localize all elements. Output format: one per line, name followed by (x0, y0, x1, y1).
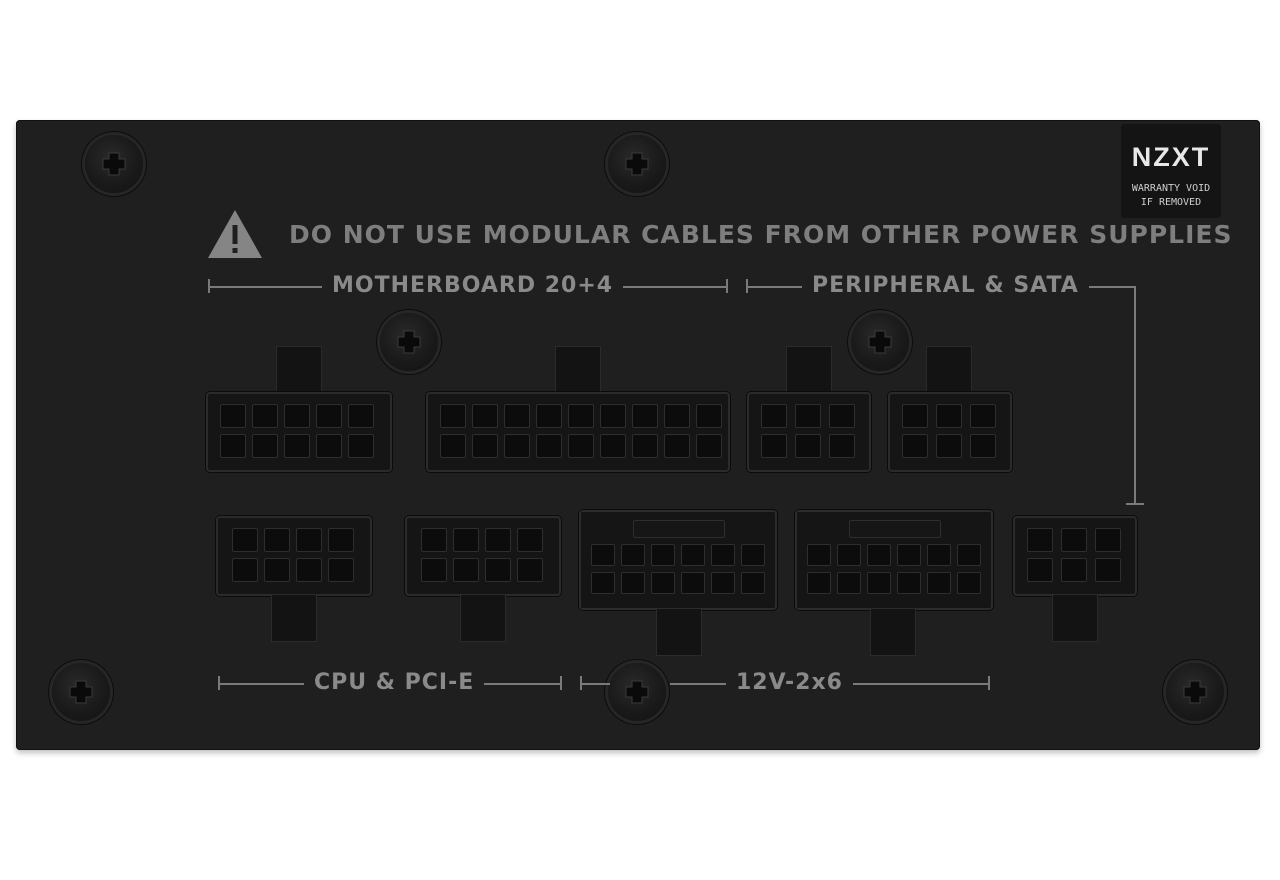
connector-latch-tab (460, 594, 506, 642)
12v-2x6-socket-1[interactable] (579, 510, 777, 610)
bracket-tick (580, 676, 582, 690)
bracket-line-vertical (1134, 286, 1136, 504)
screw-icon (608, 135, 666, 193)
sense-pin-strip (849, 520, 941, 538)
12v-2x6-socket-2[interactable] (795, 510, 993, 610)
screw-icon (1166, 663, 1224, 721)
cpu-pcie-socket-1[interactable] (216, 516, 372, 596)
warranty-text: WARRANTY VOID IF REMOVED (1121, 182, 1221, 210)
brand-logo: NZXT (1131, 142, 1211, 172)
warning-text: DO NOT USE MODULAR CABLES FROM OTHER POW… (289, 220, 1233, 249)
bracket-tick (746, 279, 748, 293)
motherboard-10pin-socket[interactable] (206, 392, 392, 472)
peripheral-sata-socket-2[interactable] (888, 392, 1012, 472)
bracket-line (1126, 503, 1144, 505)
bracket-tick (726, 279, 728, 293)
connector-latch-tab (926, 346, 972, 396)
connector-latch-tab (276, 346, 322, 396)
connector-latch-tab (271, 594, 317, 642)
peripheral-label: PERIPHERAL & SATA (802, 273, 1089, 298)
bracket-tick (560, 676, 562, 690)
warranty-line-1: WARRANTY VOID (1131, 183, 1211, 194)
cpu-pcie-label: CPU & PCI-E (304, 670, 485, 695)
bracket-tick (208, 279, 210, 293)
bracket-tick (218, 676, 220, 690)
connector-latch-tab (786, 346, 832, 396)
connector-latch-tab (870, 608, 916, 656)
cpu-pcie-socket-2[interactable] (405, 516, 561, 596)
warning-triangle-icon (208, 210, 262, 258)
12v-2x6-label: 12V-2x6 (726, 670, 853, 695)
motherboard-18pin-socket[interactable] (426, 392, 730, 472)
bracket-line (580, 683, 610, 685)
motherboard-label: MOTHERBOARD 20+4 (322, 273, 624, 298)
peripheral-sata-socket-3[interactable] (1013, 516, 1137, 596)
bracket-tick (988, 676, 990, 690)
connector-latch-tab (656, 608, 702, 656)
warranty-badge: NZXT WARRANTY VOID IF REMOVED (1121, 124, 1221, 218)
screw-icon (380, 313, 438, 371)
connector-latch-tab (555, 346, 601, 396)
warranty-line-2: IF REMOVED (1140, 197, 1202, 208)
screw-icon (608, 663, 666, 721)
peripheral-sata-socket-1[interactable] (747, 392, 871, 472)
screw-icon (85, 135, 143, 193)
screw-icon (851, 313, 909, 371)
sense-pin-strip (633, 520, 725, 538)
connector-latch-tab (1052, 594, 1098, 642)
screw-icon (52, 663, 110, 721)
